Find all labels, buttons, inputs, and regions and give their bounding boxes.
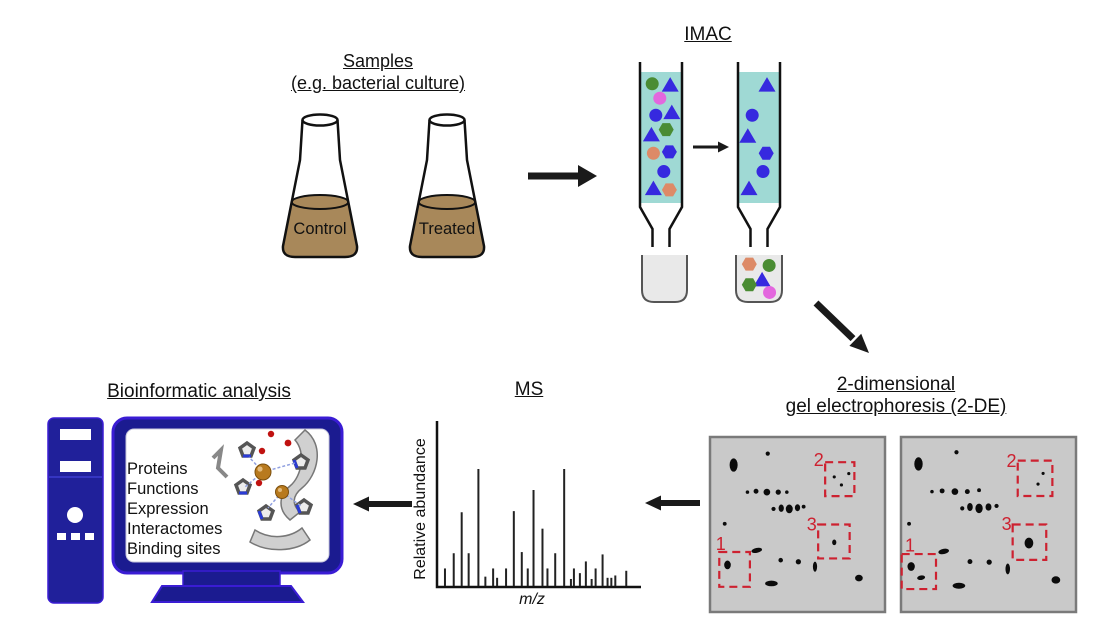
ms-x-axis-label: m/z (519, 591, 545, 608)
ms-spectrum (435, 421, 641, 589)
gel-highlight-box (824, 461, 856, 498)
gel-title-line1: 2-dimensional (836, 374, 956, 395)
waste-beaker (641, 255, 688, 303)
protein-structure-graphic (211, 429, 318, 551)
samples-subtitle: (e.g. bacterial culture) (290, 73, 466, 93)
imac-column-washed (736, 62, 782, 247)
workflow-arrows (353, 141, 869, 512)
ms-peaks (443, 469, 628, 586)
metal-ion (275, 485, 289, 499)
gel-highlight-box (900, 552, 938, 591)
monitor-screen (125, 428, 330, 563)
flask-control (281, 113, 359, 259)
imac-column-loaded (638, 62, 684, 247)
eluate-tube (735, 255, 783, 303)
computer-graphic (47, 416, 344, 604)
gel-highlight-box (817, 523, 851, 560)
analysis-output-list: Proteins Functions Expression Interactom… (127, 459, 222, 559)
monitor-stand-base (150, 585, 305, 603)
gel-box-label: 1 (716, 534, 726, 554)
arrow-gel-to-ms (645, 495, 700, 511)
bioinformatics-title: Bioinformatic analysis (107, 381, 291, 402)
gel-panels: 2 3 1 2 3 1 (708, 435, 1078, 614)
metal-ion (254, 463, 272, 481)
imac-title: IMAC (684, 24, 732, 45)
arrow-imac-to-gel (813, 300, 869, 353)
arrow-samples-to-imac (528, 165, 597, 187)
ms-y-axis-label: Relative abundance (412, 438, 429, 580)
gel-highlight-box (1016, 459, 1054, 498)
gel-highlight-box (1011, 523, 1048, 561)
gel-highlight-box (718, 550, 752, 588)
computer-tower (47, 417, 104, 604)
nitrogen-bonds (239, 454, 302, 520)
control-gel: 2 3 1 (708, 435, 887, 614)
gel-box-label: 3 (807, 515, 817, 535)
gel-title-line2: gel electrophoresis (2-DE) (785, 396, 1007, 417)
ms-title: MS (514, 379, 544, 400)
treated-gel: 2 3 1 (899, 435, 1078, 614)
water-molecules (255, 430, 292, 487)
flask-label-treated: Treated (418, 220, 476, 238)
gel-box-label: 2 (814, 450, 824, 470)
ms-axes (435, 421, 641, 589)
arrow-ms-to-computer (353, 496, 412, 512)
flask-label-control: Control (293, 220, 347, 238)
flask-treated (408, 113, 486, 259)
list-item: Expression (127, 500, 209, 518)
samples-title: Samples (342, 51, 414, 71)
flask-mouth (428, 113, 466, 127)
tower-power-button (67, 507, 83, 523)
computer-monitor (111, 416, 344, 603)
list-item: Binding sites (127, 540, 221, 558)
flask-mouth (301, 113, 339, 127)
tower-drive-slot (60, 461, 91, 472)
tower-drive-slot (60, 429, 91, 440)
monitor-stand-neck (182, 570, 281, 588)
gel-box-label: 2 (1006, 451, 1016, 471)
list-item: Interactomes (127, 520, 223, 538)
gel-box-label: 3 (1002, 514, 1012, 534)
list-item: Functions (127, 480, 199, 498)
list-item: Proteins (127, 460, 188, 478)
arrow-column-to-column (693, 141, 729, 153)
gel-box-label: 1 (905, 536, 915, 556)
